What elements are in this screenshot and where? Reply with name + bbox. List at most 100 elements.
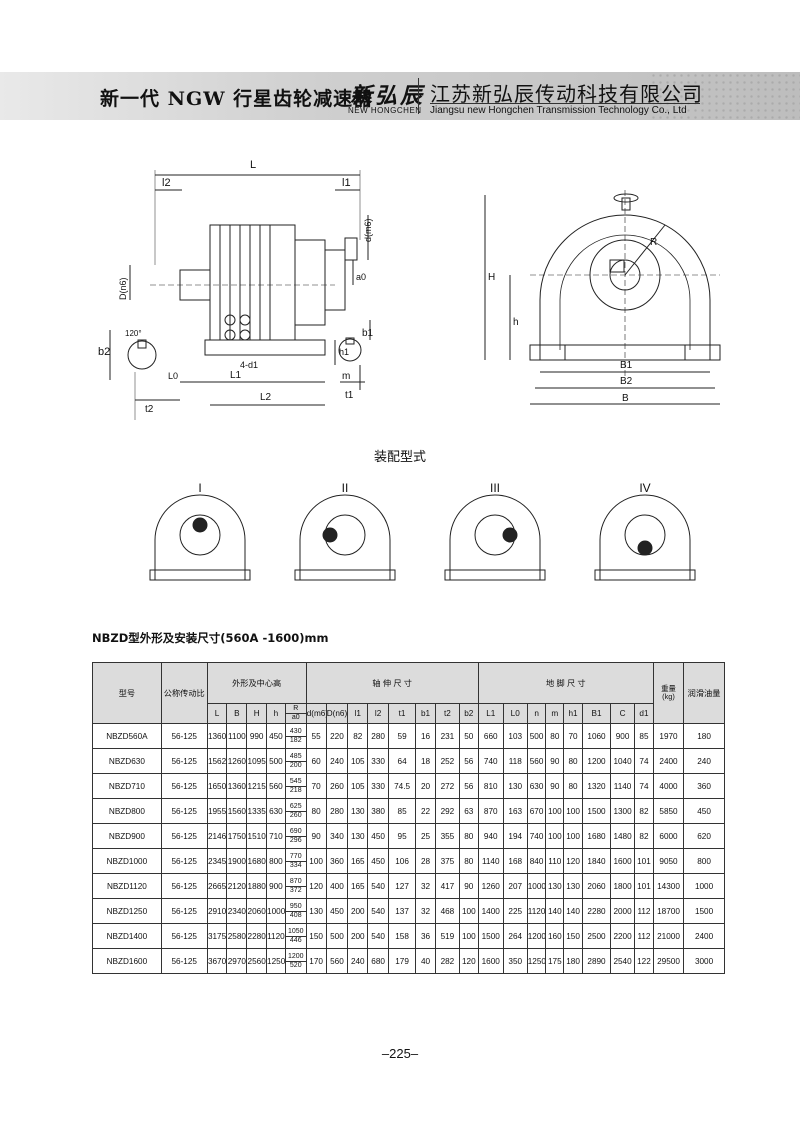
cell-b2: 56 [458,748,479,774]
cell-h1: 80 [563,773,583,799]
cell-model: NBZD1120 [92,873,162,899]
cell-h: 1250 [266,948,286,974]
cell-model: NBZD1600 [92,948,162,974]
cell-b1: 32 [415,898,436,924]
cell-t2: 252 [434,748,460,774]
cell-d1: 85 [634,723,654,749]
cell-t1: 95 [388,823,417,849]
cell-H: 2560 [246,948,268,974]
cell-h1: 120 [563,848,583,874]
cell-L1: 1260 [477,873,504,899]
dim-B: B [622,393,629,404]
foot-base [204,339,326,356]
cell-l2: 330 [367,773,390,799]
cell-t1: 158 [388,923,417,949]
cell-model: NBZD710 [92,773,162,799]
cell-oil: 1000 [683,873,725,899]
cell-L1: 1140 [477,848,504,874]
cell-oil: 450 [683,798,725,824]
cell-d: 100 [305,848,327,874]
cell-t1: 85 [388,798,417,824]
dim-L2: L2 [260,392,272,403]
cell-b1: 20 [415,773,436,799]
cell-h: 450 [266,723,286,749]
cell-l1: 105 [347,773,369,799]
cell-l2: 280 [367,723,390,749]
sub-m: m [545,703,565,724]
cell-n: 840 [526,848,547,874]
cell-t2: 272 [434,773,460,799]
cell-d: 80 [305,798,327,824]
cell-B: 1560 [226,798,248,824]
cell-L0: 350 [502,948,528,974]
cell-L: 1360 [206,723,228,749]
cell-d: 55 [305,723,327,749]
cell-n: 740 [526,823,547,849]
cell-t1: 59 [388,723,417,749]
cell-B: 1100 [226,723,248,749]
cell-ratio: 56-125 [160,848,208,874]
cell-m: 110 [545,848,565,874]
dim-L0: L0 [168,371,178,381]
cell-L: 1562 [206,748,228,774]
cell-l2: 330 [367,748,390,774]
cell-h1: 100 [563,823,583,849]
cell-d: 130 [305,898,327,924]
cell-L0: 118 [502,748,528,774]
cell-n: 670 [526,798,547,824]
cell-b1: 16 [415,723,436,749]
cell-d: 150 [305,923,327,949]
cell-L1: 1600 [477,948,504,974]
cell-d1: 82 [634,798,654,824]
cell-B: 1750 [226,823,248,849]
sub-L: L [206,703,228,724]
dim-L1: L1 [230,370,242,381]
cell-n: 1250 [526,948,547,974]
company-underline [430,103,700,104]
cell-L: 2345 [206,848,228,874]
cell-m: 90 [545,773,565,799]
sub-D: D(n6) [325,703,349,724]
cell-oil: 3000 [683,948,725,974]
cell-model: NBZD1250 [92,898,162,924]
cell-H: 990 [246,723,268,749]
cell-L0: 168 [502,848,528,874]
cell-b2: 90 [458,873,479,899]
cell-weight: 9050 [652,848,685,874]
cell-oil: 240 [683,748,725,774]
cell-H: 1510 [246,823,268,849]
company-name-en: Jiangsu new Hongchen Transmission Techno… [430,105,687,116]
cell-t2: 519 [434,923,460,949]
sub-t2: t2 [434,703,460,724]
brand-logo-en: NEW HONGCHEN [348,106,422,115]
cell-l1: 130 [347,823,369,849]
cell-L0: 207 [502,873,528,899]
cell-D: 450 [325,898,349,924]
cell-L: 1650 [206,773,228,799]
cell-oil: 620 [683,823,725,849]
cell-weight: 29500 [652,948,685,974]
cell-l1: 240 [347,948,369,974]
cell-n: 560 [526,748,547,774]
assembly-figure-iv [594,494,696,581]
sub-h1: h1 [563,703,583,724]
cell-h: 710 [266,823,286,849]
cell-weight: 1970 [652,723,685,749]
cell-n: 1120 [526,898,547,924]
cell-weight: 18700 [652,898,685,924]
cell-C: 2540 [610,948,636,974]
cell-b1: 36 [415,923,436,949]
cell-B1f: 2280 [581,898,612,924]
assembly-type-iii: III [490,481,500,495]
cell-B1f: 2060 [581,873,612,899]
cell-oil: 180 [683,723,725,749]
cell-t2: 292 [434,798,460,824]
assembly-type-i: I [198,481,201,495]
